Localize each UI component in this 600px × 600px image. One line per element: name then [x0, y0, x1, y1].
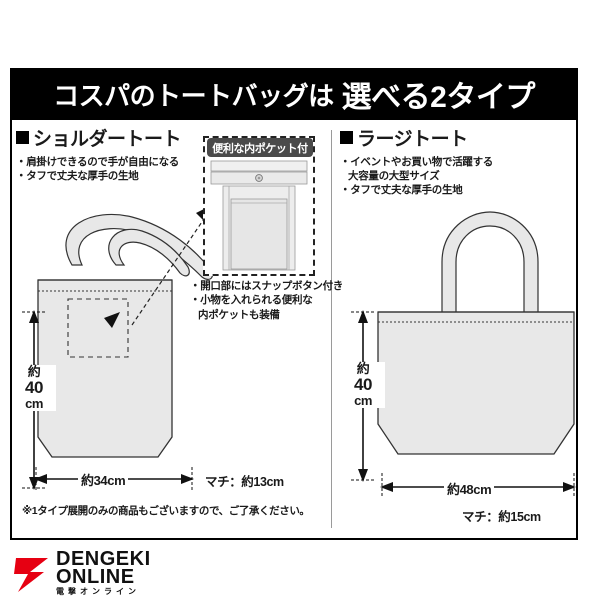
height-value-number: 40	[354, 375, 372, 395]
large-tote-heading: ラージトート	[340, 124, 572, 151]
arrow-down	[29, 477, 39, 490]
tote-handle	[441, 211, 539, 323]
logo-wordmark: DENGEKI ONLINE 電撃オンライン	[56, 548, 151, 596]
lightning-bolt-icon	[14, 558, 48, 592]
shoulder-tote-heading: ショルダートート	[16, 124, 330, 151]
bag-strap-outer	[65, 213, 214, 281]
arrow-left	[34, 474, 47, 484]
height-value-number: 40	[25, 378, 43, 398]
bag-body	[377, 311, 575, 455]
large-tote-heading-label: ラージトート	[357, 129, 468, 150]
arrow-shaft	[131, 212, 209, 326]
dengeki-online-logo: DENGEKI ONLINE 電撃オンライン	[14, 548, 204, 596]
bag-opening-band	[210, 160, 308, 172]
arrow-right	[563, 482, 576, 492]
shoulder-tote-bullets: ・肩掛けできるので手が自由になる ・タフで丈夫な厚手の生地	[16, 155, 330, 183]
column-divider	[331, 130, 332, 528]
bolt-shape	[14, 558, 48, 592]
shoulder-tote-illustration	[37, 213, 214, 458]
banner-title-strong: 選べる2タイプ	[341, 81, 536, 114]
list-item: ・タフで丈夫な厚手の生地	[16, 170, 139, 183]
list-item: ・小物を入れられる便利な	[190, 294, 313, 307]
black-square-icon	[340, 131, 353, 144]
shoulder-tote-section: ショルダートート ・肩掛けできるので手が自由になる ・タフで丈夫な厚手の生地	[16, 124, 330, 536]
arrow-up	[358, 310, 368, 323]
shoulder-tote-heading-label: ショルダートート	[33, 129, 182, 150]
arrow-head-inner	[104, 312, 120, 328]
banner-title-normal: コスパのトートバッグは	[53, 80, 334, 111]
large-tote-bullets: ・イベントやお買い物で活躍する 大容量の大型サイズ ・タフで丈夫な厚手の生地	[340, 155, 572, 198]
logo-subtitle: 電撃オンライン	[56, 586, 140, 596]
large-width-label: 約48cm	[444, 479, 495, 498]
list-item: ・肩掛けできるので手が自由になる	[16, 156, 179, 168]
large-tote-illustration	[377, 211, 575, 455]
large-height-label: 約 40 cm	[341, 361, 385, 409]
list-item-continuation: 内ポケットも装備	[198, 308, 280, 321]
inner-pocket-illustration	[210, 160, 308, 271]
height-value-unit: cm	[354, 393, 372, 409]
logo-line-2: ONLINE	[56, 566, 135, 589]
inner-pocket-panel	[230, 198, 288, 270]
bag-strap-inner	[108, 228, 190, 277]
pocket-inward-arrow	[104, 312, 120, 328]
list-item-continuation: 大容量の大型サイズ	[348, 170, 440, 183]
inner-pocket-callout: 便利な内ポケット付	[203, 136, 315, 276]
list-item: ・開口部にはスナップボタン付き	[190, 280, 343, 292]
inner-pocket-outline	[67, 298, 129, 358]
logo-line-1: DENGEKI	[56, 548, 151, 570]
large-gusset-label: マチ：約15cm	[462, 510, 541, 524]
callout-header: 便利な内ポケット付	[207, 138, 313, 157]
arrow-up	[29, 310, 39, 323]
disclaimer-text: ※1タイプ展開のみの商品もございますので、ご了承ください。	[22, 505, 310, 517]
height-value-prefix: 約	[356, 361, 370, 376]
callout-notes: ・開口部にはスナップボタン付き ・小物を入れられる便利な 内ポケットも装備	[190, 279, 343, 322]
arrow-right	[181, 474, 194, 484]
arrow-left	[380, 482, 393, 492]
snap-button-center	[257, 176, 261, 180]
shoulder-height-label: 約 40 cm	[12, 364, 56, 412]
height-value-unit: cm	[25, 396, 43, 412]
shoulder-width-label: 約34cm	[78, 470, 129, 489]
black-square-icon	[16, 131, 29, 144]
list-item: ・タフで丈夫な厚手の生地	[340, 184, 463, 197]
list-item: ・イベントやお買い物で活躍する	[340, 156, 493, 168]
large-tote-section: ラージトート ・イベントやお買い物で活躍する 大容量の大型サイズ ・タフで丈夫な…	[340, 124, 572, 536]
arrow-down	[358, 469, 368, 482]
height-value-prefix: 約	[27, 364, 41, 379]
shoulder-gusset-label: マチ：約13cm	[205, 475, 284, 489]
title-banner: コスパのトートバッグは 選べる2タイプ	[10, 68, 578, 120]
